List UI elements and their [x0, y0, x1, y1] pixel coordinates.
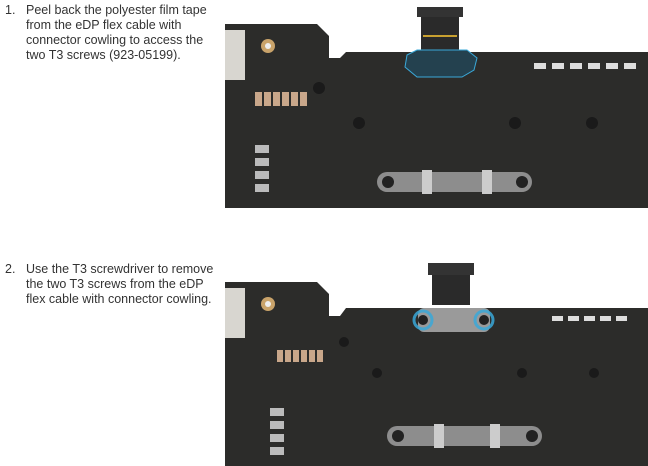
connector-cowling-bracket: [377, 172, 532, 192]
step-text: Use the T3 screwdriver to remove the two…: [26, 262, 214, 306]
step-number: 1.: [5, 3, 16, 17]
logic-board-photo-2: [225, 263, 648, 466]
t3-screw-left: [412, 309, 434, 331]
polyester-tape: [404, 49, 478, 78]
connector-cowling: [418, 308, 490, 332]
t3-screw-right: [473, 309, 495, 331]
logic-board-photo-1: [225, 7, 648, 208]
step-text: Peel back the polyester film tape from t…: [26, 3, 207, 62]
step-number: 2.: [5, 262, 16, 276]
